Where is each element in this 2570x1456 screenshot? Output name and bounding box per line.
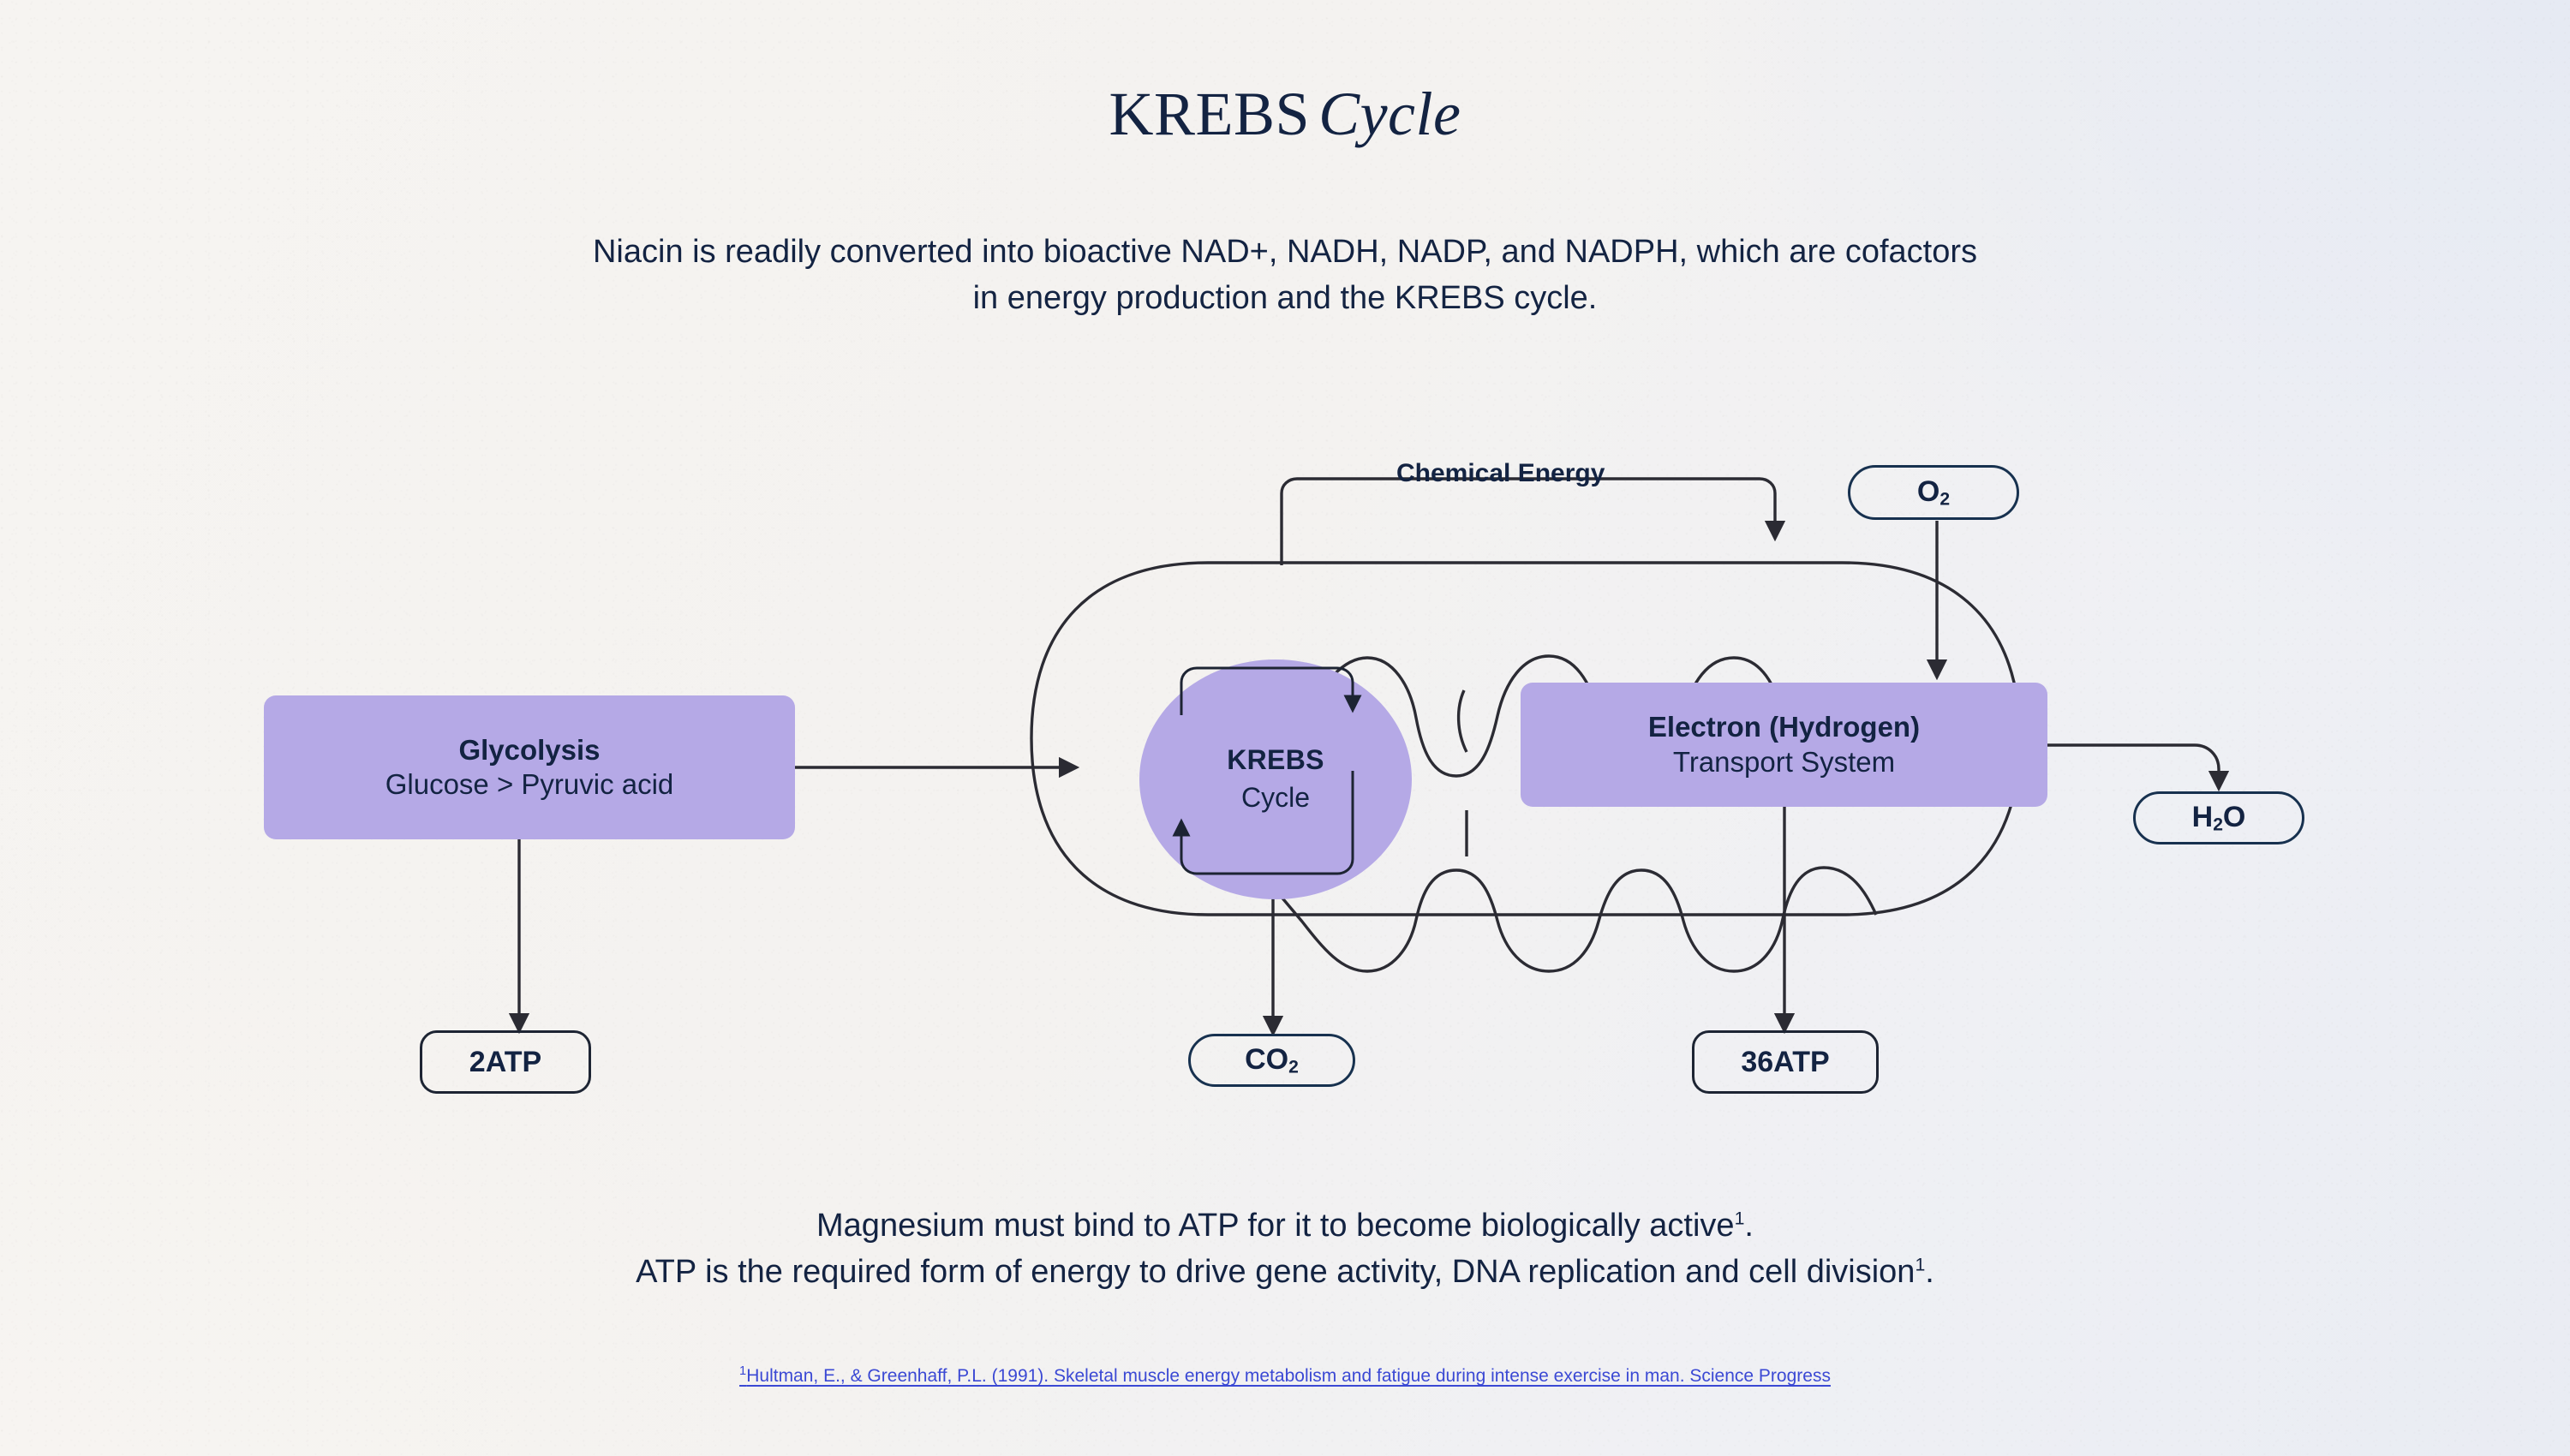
o2-label: O2 [1916,474,1951,510]
footer-line-2: ATP is the required form of energy to dr… [636,1253,1934,1290]
co2-label: CO2 [1245,1042,1299,1077]
footer-text: Magnesium must bind to ATP for it to bec… [343,1203,2227,1296]
ets-detail: Transport System [1672,745,1896,778]
h2o-node[interactable]: H2O [2133,791,2304,844]
footer-line-1: Magnesium must bind to ATP for it to bec… [816,1208,1754,1244]
atp2-node[interactable]: 2ATP [420,1030,591,1094]
atp36-label: 36ATP [1741,1046,1830,1078]
ets-title: Electron (Hydrogen) [1647,711,1921,743]
chemical-energy-label: Chemical Energy [1396,459,1605,487]
o2-node[interactable]: O2 [1848,465,2019,520]
glycolysis-box[interactable]: Glycolysis Glucose > Pyruvic acid [264,695,795,839]
krebs-cycle-circle[interactable] [1139,659,1412,899]
subtitle-line-1: Niacin is readily converted into bioacti… [592,234,1978,270]
atp2-label: 2ATP [469,1046,542,1078]
subtitle-line-2: in energy production and the KREBS cycle… [972,279,1598,316]
citation-link[interactable]: 1Hultman, E., & Greenhaff, P.L. (1991). … [739,1364,1831,1386]
arrow-chemical-energy [1280,477,1786,565]
electron-transport-system-box[interactable]: Electron (Hydrogen) Transport System [1521,683,2047,807]
crista-tick-upper [1456,689,1468,753]
co2-node[interactable]: CO2 [1188,1034,1355,1087]
glycolysis-title: Glycolysis [458,733,601,766]
glycolysis-detail: Glucose > Pyruvic acid [385,768,674,800]
page-title-italic: Cycle [1318,80,1461,148]
arrow-ets-to-h2o [2047,743,2230,792]
h2o-label: H2O [2191,800,2246,835]
page-title-regular: KREBS [1109,80,1311,148]
atp36-node[interactable]: 36ATP [1692,1030,1879,1094]
subtitle: Niacin is readily converted into bioacti… [386,230,2184,322]
